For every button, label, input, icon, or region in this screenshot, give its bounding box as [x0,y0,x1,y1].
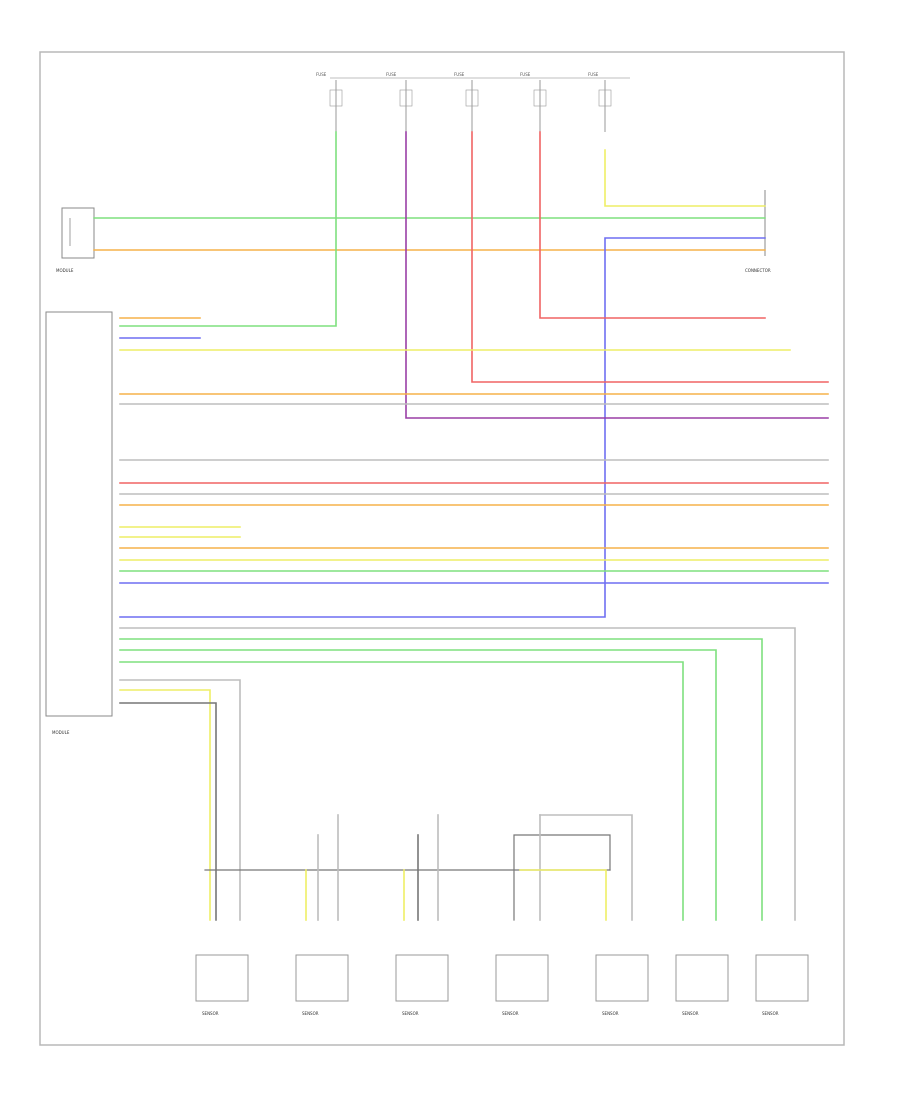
sensor-5-label: SENSOR [602,1011,619,1016]
main-module-label: MODULE [52,730,70,735]
right-connector: CONNECTOR [745,190,771,273]
left-module: MODULE [56,207,95,273]
fuse-5: FUSE [588,72,606,132]
wire-dark-bottom [119,702,217,921]
wire-gray-bottom [119,679,241,921]
sensors: SENSOR SENSOR SENSOR SENSOR SENSOR SENSOR SENS… [195,954,809,1016]
wire-sensor-5-yellow [519,869,607,921]
sensor-2: SENSOR [295,954,349,1016]
wires [93,131,829,921]
main-module: MODULE [45,311,113,735]
fuse-3: FUSE [454,72,473,132]
wire-red-2 [539,131,766,319]
wire-purple [405,131,829,419]
sensor-6: SENSOR [675,954,729,1016]
sensor-5: SENSOR [595,954,649,1016]
sensor-3: SENSOR [395,954,449,1016]
sensor-4: SENSOR [495,954,549,1016]
sensor-7: SENSOR [755,954,809,1016]
wire-green-drop [119,131,337,327]
left-module-label: MODULE [56,268,74,273]
wire-sensor-4-box [513,834,611,921]
wire-blue-top [119,237,766,618]
fuse-4-label: FUSE [520,72,531,77]
sensor-3-label: SENSOR [402,1011,419,1016]
fuse-4: FUSE [520,72,541,132]
sensor-6-label: SENSOR [682,1011,699,1016]
diagram-frame [39,51,845,1046]
wire-sensor-5-gray [539,814,633,921]
fuse-3-label: FUSE [454,72,465,77]
wire-green-sensor-6b [119,661,684,921]
sensor-7-label: SENSOR [762,1011,779,1016]
sensor-2-label: SENSOR [302,1011,319,1016]
sensor-1-label: SENSOR [202,1011,219,1016]
fuse-5-label: FUSE [588,72,599,77]
sensor-4-label: SENSOR [502,1011,519,1016]
fuse-2: FUSE [386,72,407,132]
wire-green-sensor-7 [119,638,763,921]
wire-yellow-top [604,149,766,207]
wire-red-1 [471,131,829,383]
wire-gray-sensor-6 [119,627,796,921]
right-connector-label: CONNECTOR [745,268,771,273]
fuse-2-label: FUSE [386,72,397,77]
wire-green-sensor-6 [119,649,717,921]
fuse-1-label: FUSE [316,72,327,77]
sensor-1: SENSOR [195,954,249,1016]
fuse-1: FUSE [316,72,337,132]
fuse-block: FUSE FUSE FUSE FUSE FUSE [316,72,630,132]
wire-yellow-bottom [119,689,211,921]
